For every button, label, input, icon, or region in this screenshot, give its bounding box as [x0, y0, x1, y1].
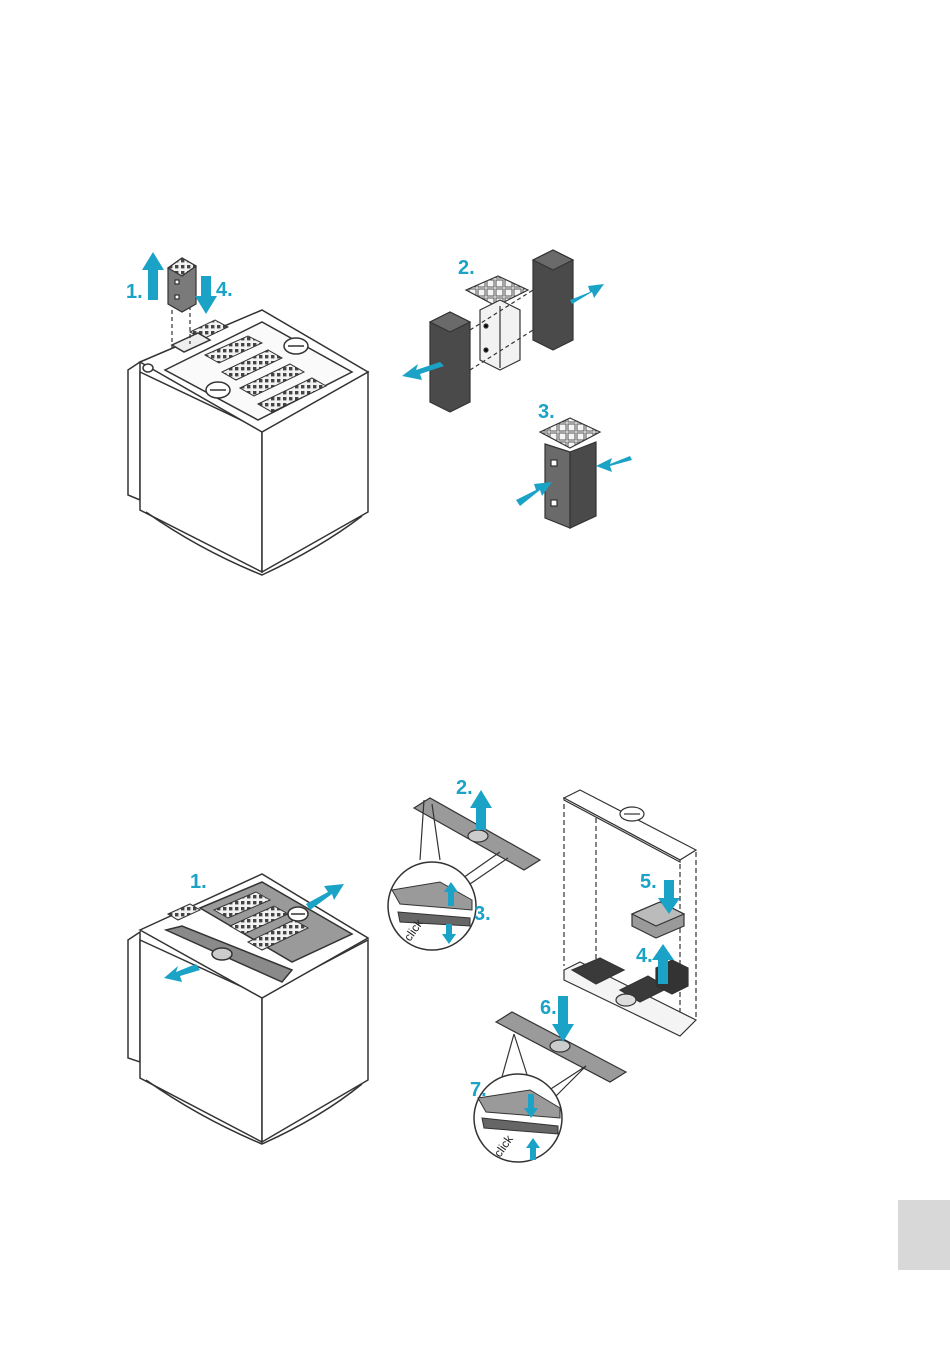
- fig2-step-6-label: 6.: [540, 997, 557, 1019]
- fig2-step-2-label: 2.: [456, 777, 473, 799]
- fig1-arrow-in-right: [596, 456, 632, 472]
- filter-cartridge-small: [168, 258, 196, 348]
- figure-2-aquarium: [128, 874, 368, 1144]
- fig1-arrow-right-out: [570, 284, 604, 304]
- fig1-step-3-label: 3.: [538, 401, 555, 423]
- fig1-arrow-up: [142, 252, 164, 300]
- fig1-arrow-down: [195, 276, 217, 314]
- page-tab-marker: [898, 1200, 950, 1270]
- zoom-detail-upper: click: [388, 862, 476, 950]
- cartridge-exploded-view: [430, 250, 573, 412]
- fig2-arrow-up-right: [306, 884, 344, 910]
- zoom-detail-lower: click: [474, 1074, 562, 1162]
- fig1-step-4-label: 4.: [216, 279, 233, 301]
- figure-1-aquarium: [128, 310, 368, 575]
- fig2-step-5-label: 5.: [640, 871, 657, 893]
- filter-housing: [564, 790, 696, 1036]
- fig2-step-1-label: 1.: [190, 871, 207, 893]
- fig2-step-7-label: 7.: [470, 1079, 487, 1101]
- fig2-step-4-label: 4.: [636, 945, 653, 967]
- fig1-step-1-label: 1.: [126, 281, 143, 303]
- fig2-step-3-label: 3.: [474, 903, 491, 925]
- cartridge-assembled: [540, 418, 600, 528]
- fig1-step-2-label: 2.: [458, 257, 475, 279]
